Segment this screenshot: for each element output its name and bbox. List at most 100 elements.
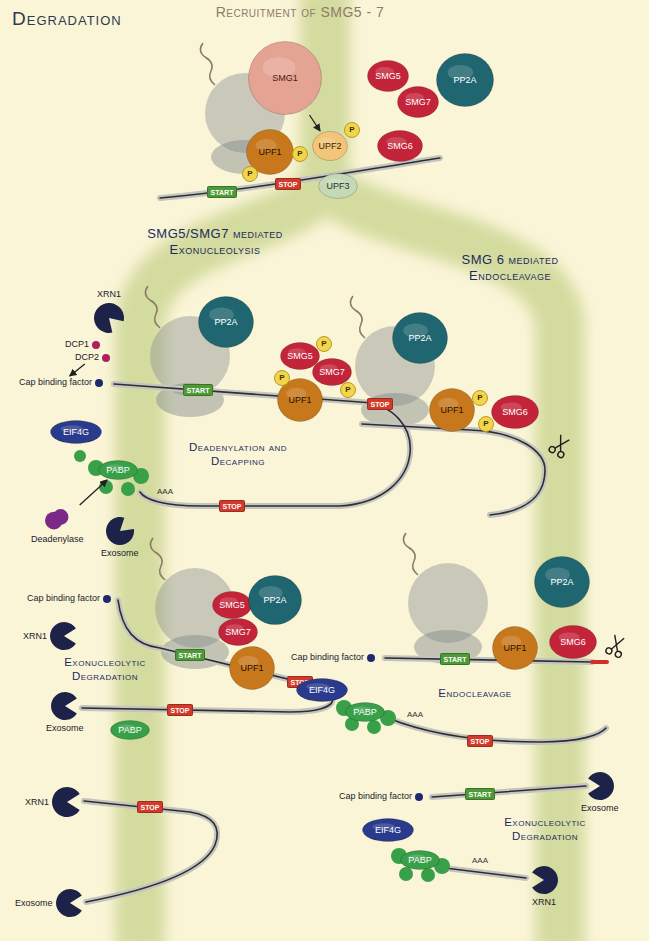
node-label: Exosome <box>46 723 84 734</box>
dot-shape <box>367 654 375 662</box>
node-label: XRN1 <box>23 631 47 642</box>
cap-dot: Cap binding factor <box>18 376 105 389</box>
blob-fill <box>550 626 597 659</box>
blob-fill <box>51 421 102 444</box>
mrna-strand <box>160 158 440 198</box>
scissors-handle <box>557 450 565 458</box>
blob-fill <box>213 592 252 619</box>
blob-fill <box>281 343 320 370</box>
node-label: P <box>321 339 326 349</box>
codon-box: START <box>440 653 471 665</box>
ribosome <box>403 533 488 664</box>
protein-blob: SMG5 <box>212 591 252 619</box>
codon-box: STOP <box>219 500 246 512</box>
node-label: P <box>247 169 252 179</box>
diagram-title: Degradation <box>12 8 122 30</box>
icon <box>93 302 125 334</box>
node-label: Cap binding factor <box>19 377 92 388</box>
protein-blob: SMG5 <box>367 60 409 92</box>
protein-blob: SMG7 <box>397 86 439 118</box>
icon <box>91 340 101 350</box>
node-label: P <box>477 393 482 403</box>
mrna-strand <box>114 384 410 506</box>
pathway-band <box>140 0 560 941</box>
icon <box>50 691 80 721</box>
blob-fill <box>230 647 275 690</box>
pabp-bead <box>99 480 113 494</box>
blob-fill <box>249 576 302 625</box>
node-label: START <box>187 386 210 395</box>
section-heading: Endocleavage <box>438 686 511 700</box>
phosphate-marker: P <box>344 122 360 138</box>
phosphate-marker: P <box>274 370 290 386</box>
enzyme-pacman: XRN1 <box>528 864 560 909</box>
node-label: STOP <box>371 400 390 409</box>
protein-blob: PABP <box>110 720 150 740</box>
protein-blob: EIF4G <box>296 678 348 702</box>
phosphate-marker: P <box>316 336 332 352</box>
codon-box: START <box>465 788 496 800</box>
protein-blob: PP2A <box>392 312 448 364</box>
codon-box: STOP <box>467 735 494 747</box>
pacman-shape <box>94 303 124 333</box>
codon-box: STOP <box>137 801 164 813</box>
node-label: Cap binding factor <box>27 593 100 604</box>
pacman-shape <box>532 866 558 894</box>
phosphate-marker: P <box>340 382 356 398</box>
node-label: P <box>279 373 284 383</box>
node-label: EIF4G <box>309 685 335 696</box>
mrna-halo <box>82 158 606 902</box>
node-label: STOP <box>471 737 490 746</box>
blob-shape <box>53 509 69 525</box>
icon <box>102 594 112 604</box>
blob-fill <box>378 131 423 162</box>
dot-shape <box>102 354 110 362</box>
icon <box>101 353 111 363</box>
node-label: UPF1 <box>240 663 263 674</box>
scissors-blade <box>554 435 570 452</box>
enzyme-pacman: XRN1 <box>22 620 80 652</box>
section-heading: Deadenylation and Decapping <box>173 440 303 468</box>
pacman-shape <box>56 889 82 917</box>
protein-blob: PP2A <box>198 296 254 348</box>
blob-fill <box>313 132 348 161</box>
cleaved-end <box>592 660 607 664</box>
node-label: DCP2 <box>75 352 99 363</box>
codon-box: STOP <box>367 398 394 410</box>
node-label: STOP <box>223 502 242 511</box>
pacman-shape <box>588 772 614 800</box>
node-label: SMG1 <box>272 73 298 84</box>
node-label: PP2A <box>453 75 476 86</box>
node-label: SMG7 <box>319 367 345 378</box>
section-heading: Exonucleolytic Degradation <box>45 655 165 683</box>
cap-dot: DCP2 <box>74 351 112 364</box>
icon <box>105 516 135 546</box>
blob-fill <box>346 703 385 722</box>
node-label: Exosome <box>101 548 139 559</box>
node-label: UPF1 <box>288 395 311 406</box>
icon <box>51 786 83 818</box>
blob-fill <box>249 42 322 115</box>
blob-fill <box>535 557 590 608</box>
node-label: PP2A <box>263 595 286 606</box>
connector-arrow <box>70 364 85 376</box>
protein-blob: SMG1 <box>248 41 322 115</box>
section-heading: Exonucleolytic Degradation <box>485 815 605 843</box>
phosphate-marker: P <box>472 390 488 406</box>
blob-fill <box>430 389 475 432</box>
mrna-strand <box>84 801 217 902</box>
connector-arrow <box>80 480 107 505</box>
mrna-strand <box>445 868 526 878</box>
node-label: P <box>345 385 350 395</box>
node-label: PABP <box>353 707 376 718</box>
phosphate-marker: P <box>292 146 308 162</box>
protein-blob: UPF2 <box>312 131 348 161</box>
node-label: PABP <box>106 465 129 476</box>
enzyme-pacman: Exosome <box>14 887 86 919</box>
phosphate-marker: P <box>242 166 258 182</box>
mrna-strand <box>388 718 606 742</box>
nascent-peptide <box>200 43 215 85</box>
node-label: Cap binding factor <box>291 652 364 663</box>
node-label: UPF3 <box>326 181 349 192</box>
connector-arrow <box>309 115 320 131</box>
